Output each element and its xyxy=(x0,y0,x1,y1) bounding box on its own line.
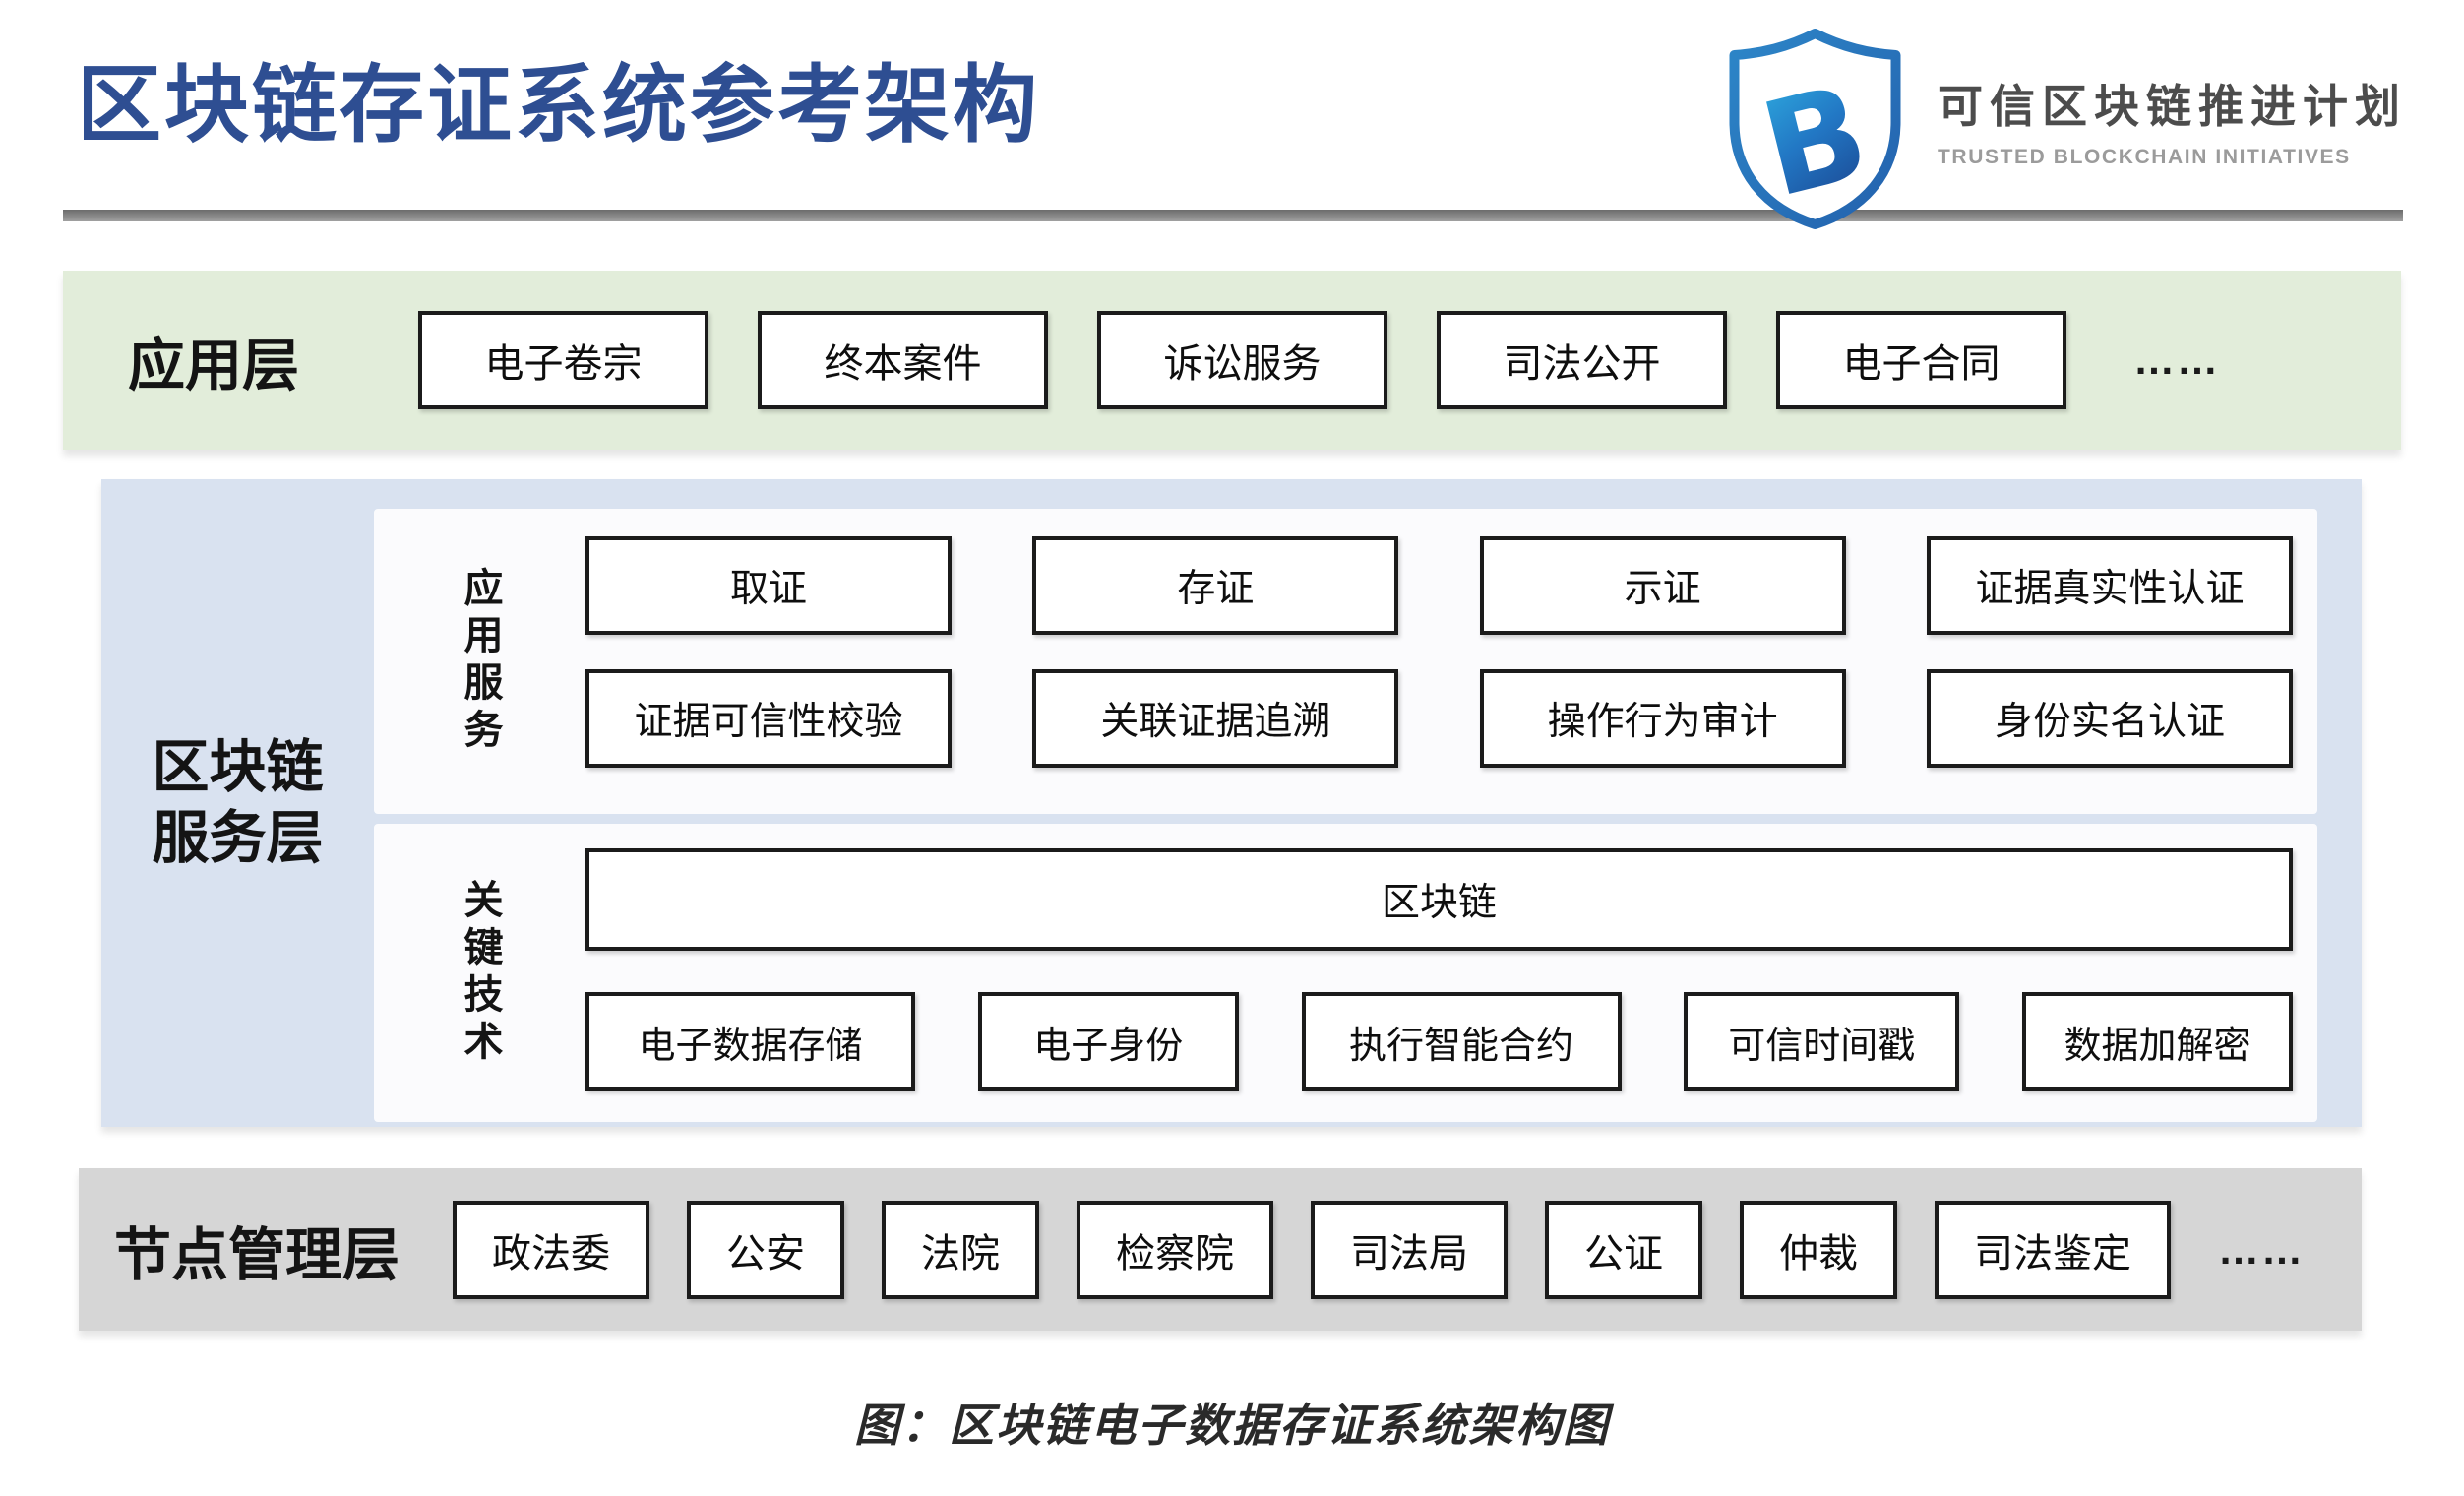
figure-caption: 图：区块链电子数据存证系统架构图 xyxy=(854,1400,1610,1451)
diagram-node-political-legal-committee: 政法委 xyxy=(453,1200,649,1299)
node-management-layer-band: 节点管理层 政法委 公安 法院 检察院 司法局 公证 仲裁 司法鉴定 …… xyxy=(79,1168,2362,1331)
key-technologies-panel: 关键技术 区块链 电子数据存储 电子身份 执行智能合约 可信时间戳 数据加解密 xyxy=(374,824,2317,1122)
diagram-node-notary: 公证 xyxy=(1545,1200,1702,1299)
diagram-node-public-security: 公安 xyxy=(687,1200,844,1299)
application-services-label-column: 应用服务 xyxy=(374,509,585,814)
blockchain-service-layer-label: 区块链 服务层 xyxy=(101,479,374,1127)
diagram-node-judicial-appraisal: 司法鉴定 xyxy=(1935,1200,2171,1299)
application-services-row-1: 取证 存证 示证 证据真实性认证 xyxy=(585,536,2293,635)
diagram-node-smart-contract-execution: 执行智能合约 xyxy=(1301,992,1622,1091)
diagram-node-electronic-identity: 电子身份 xyxy=(977,992,1239,1091)
page-title: 区块链存证系统参考架构 xyxy=(77,58,1040,153)
node-management-layer-label: 节点管理层 xyxy=(114,1222,400,1287)
application-layer-band: 应用层 电子卷宗 终本案件 诉讼服务 司法公开 电子合同 …… xyxy=(63,271,2401,450)
diagram-node-trusted-timestamp: 可信时间戳 xyxy=(1684,992,1960,1091)
key-technologies-label-column: 关键技术 xyxy=(374,824,585,1122)
application-layer-ellipsis: …… xyxy=(2133,337,2220,383)
diagram-node-data-encryption-decryption: 数据加解密 xyxy=(2022,992,2293,1091)
diagram-node-arbitration: 仲裁 xyxy=(1740,1200,1897,1299)
diagram-node-electronic-contract: 电子合同 xyxy=(1776,311,2066,409)
diagram-node-evidence-credibility-check: 证据可信性校验 xyxy=(585,669,952,768)
logo-name-cn: 可信区块链推进计划 xyxy=(1938,81,2407,132)
diagram-node-evidence-collection: 取证 xyxy=(585,536,952,635)
application-services-panel: 应用服务 取证 存证 示证 证据真实性认证 证据可信性校验 关联证据追溯 操作行… xyxy=(374,509,2317,814)
diagram-node-litigation-service: 诉讼服务 xyxy=(1097,311,1387,409)
diagram-node-real-name-identity-cert: 身份实名认证 xyxy=(1926,669,2293,768)
logo: B 可信区块链推进计划 TRUSTED BLOCKCHAIN INITIATIV… xyxy=(1714,26,2407,230)
diagram-node-evidence-authenticity-cert: 证据真实性认证 xyxy=(1926,536,2293,635)
diagram-node-operation-audit: 操作行为审计 xyxy=(1479,669,1846,768)
diagram-node-evidence-presentation: 示证 xyxy=(1479,536,1846,635)
diagram-node-electronic-dossier: 电子卷宗 xyxy=(418,311,708,409)
key-technologies-label: 关键技术 xyxy=(458,878,502,1068)
blockchain-service-layer-band: 区块链 服务层 应用服务 取证 存证 示证 证据真实性认证 证据可信性校验 关联… xyxy=(101,479,2362,1127)
logo-text: 可信区块链推进计划 TRUSTED BLOCKCHAIN INITIATIVES xyxy=(1938,26,2407,169)
application-layer-boxes: 电子卷宗 终本案件 诉讼服务 司法公开 电子合同 xyxy=(418,311,2066,409)
logo-name-en: TRUSTED BLOCKCHAIN INITIATIVES xyxy=(1938,146,2351,168)
diagram-node-related-evidence-tracing: 关联证据追溯 xyxy=(1032,669,1399,768)
diagram-node-court: 法院 xyxy=(882,1200,1039,1299)
application-layer-label: 应用层 xyxy=(128,334,300,398)
service-label-line1: 区块链 xyxy=(152,734,324,799)
diagram-node-judicial-disclosure: 司法公开 xyxy=(1437,311,1727,409)
diagram-node-blockchain-bar: 区块链 xyxy=(585,848,2293,951)
diagram-node-evidence-storage: 存证 xyxy=(1032,536,1399,635)
node-management-boxes: 政法委 公安 法院 检察院 司法局 公证 仲裁 司法鉴定 xyxy=(453,1200,2171,1299)
service-label-line2: 服务层 xyxy=(152,806,324,870)
diagram-node-electronic-data-storage: 电子数据存储 xyxy=(585,992,915,1091)
diagram-node-procuratorate: 检察院 xyxy=(1077,1200,1273,1299)
application-services-row-2: 证据可信性校验 关联证据追溯 操作行为审计 身份实名认证 xyxy=(585,669,2293,768)
diagram-node-justice-bureau: 司法局 xyxy=(1311,1200,1508,1299)
diagram-node-closed-cases: 终本案件 xyxy=(758,311,1048,409)
trusted-blockchain-shield-icon: B xyxy=(1729,29,1901,229)
application-services-label: 应用服务 xyxy=(458,567,502,756)
node-management-ellipsis: …… xyxy=(2218,1225,2305,1273)
key-technologies-row: 电子数据存储 电子身份 执行智能合约 可信时间戳 数据加解密 xyxy=(585,992,2293,1091)
